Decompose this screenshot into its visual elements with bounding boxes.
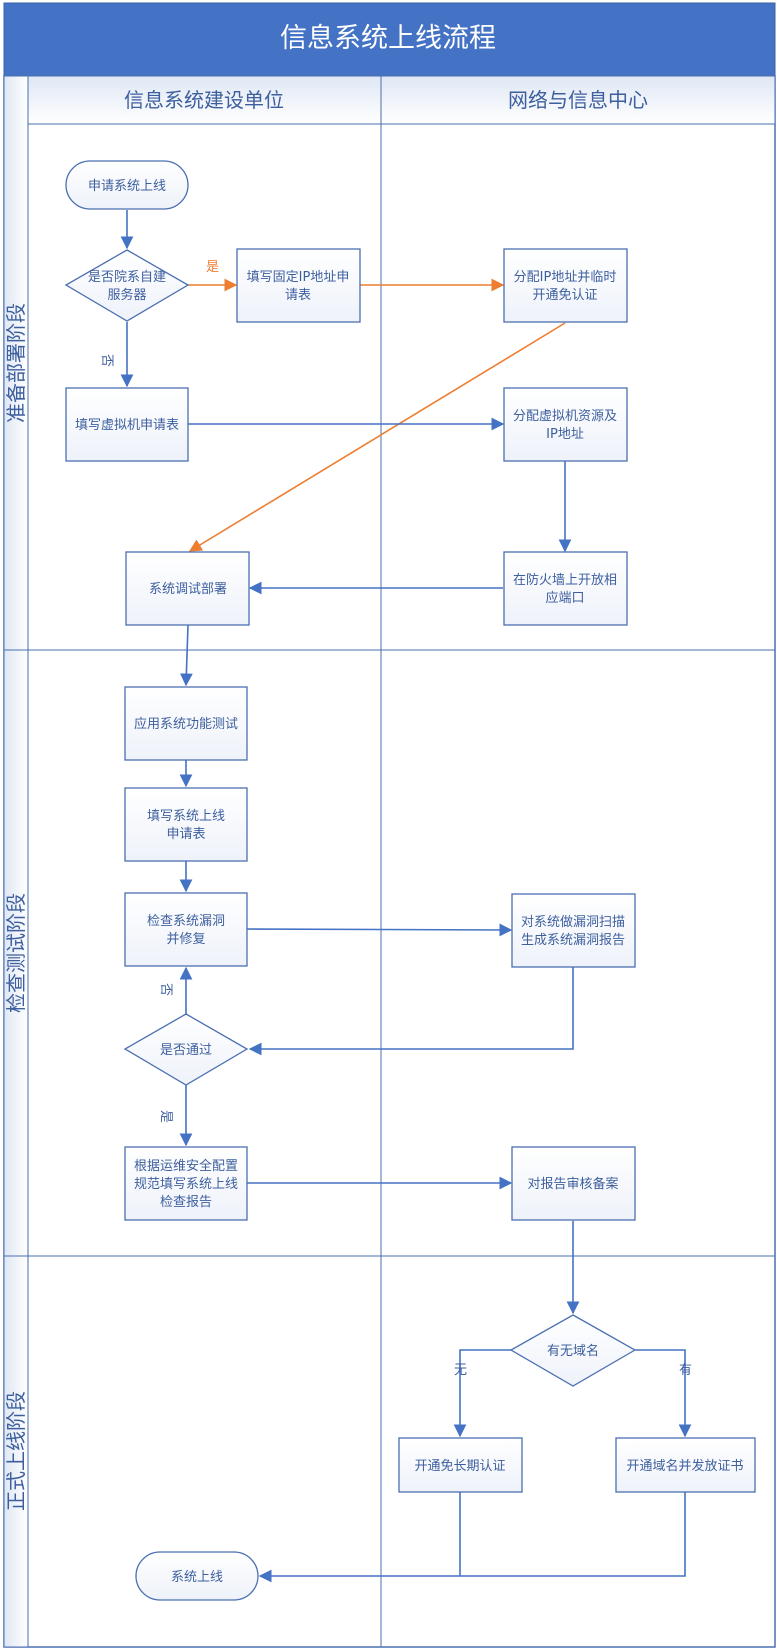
node-check-vuln bbox=[124, 892, 248, 967]
phase-label-launch: 正式上线阶段 bbox=[4, 1391, 28, 1511]
edge-label-yes-server: 是 bbox=[206, 260, 219, 275]
phase-band-launch bbox=[3, 1255, 29, 1648]
node-open-port bbox=[503, 551, 628, 626]
node-label-assign-vm: 分配虚拟机资源及 IP地址 bbox=[513, 409, 617, 442]
edge-assignip-debug bbox=[188, 322, 566, 552]
edge-label-yes-pass: 是 bbox=[158, 1110, 173, 1123]
node-fill-launch-form bbox=[124, 787, 248, 862]
edge-label-no-domain: 无 bbox=[454, 1363, 467, 1378]
node-label-vuln-scan: 对系统做漏洞扫描生成系统漏洞报告 bbox=[521, 914, 625, 948]
node-label-fill-launch-form: 填写系统上线申请表 bbox=[147, 809, 225, 842]
node-label-line: 应端口 bbox=[545, 590, 584, 606]
node-label-decision-server: 是否院系自建服务器 bbox=[88, 270, 166, 303]
node-label-debug-deploy: 系统调试部署 bbox=[149, 582, 227, 597]
edge-debug-functest bbox=[179, 624, 193, 687]
edge-label-no-pass: 否 bbox=[158, 983, 173, 996]
edge-label-has-domain: 有 bbox=[679, 1363, 692, 1378]
edge-domainopen-online bbox=[258, 1492, 686, 1583]
node-label-fill-check-report: 根据运维安全配置规范填写系统上线检查报告 bbox=[134, 1158, 238, 1210]
node-assign-ip bbox=[503, 248, 628, 323]
node-label-decision-domain: 有无域名 bbox=[547, 1343, 599, 1359]
node-label-line: 开通免长期认证 bbox=[414, 1459, 505, 1474]
edge-domain-longterm bbox=[453, 1349, 511, 1438]
phase-band-prep bbox=[3, 75, 29, 651]
node-label-line: 在防火墙上开放相 bbox=[513, 572, 617, 588]
phase-label-test: 检查测试阶段 bbox=[4, 893, 28, 1013]
node-label-check-vuln: 检查系统漏洞并修复 bbox=[147, 913, 225, 947]
node-label-line: 填写系统上线 bbox=[147, 809, 225, 824]
node-fill-ip-form bbox=[236, 248, 361, 323]
node-label-line: IP地址 bbox=[546, 427, 584, 442]
node-label-line: 有无域名 bbox=[547, 1343, 599, 1359]
node-open-longterm bbox=[398, 1437, 523, 1493]
node-label-open-domain: 开通域名并发放证书 bbox=[626, 1458, 743, 1474]
node-label-line: 应用系统功能测试 bbox=[134, 716, 238, 732]
nodes bbox=[64, 160, 756, 1601]
node-label-line: 检查报告 bbox=[160, 1195, 212, 1210]
node-label-line: 检查系统漏洞 bbox=[147, 913, 225, 929]
node-label-line: 申请表 bbox=[166, 827, 205, 842]
edge-label-no-server: 否 bbox=[99, 354, 114, 367]
node-label-line: 并修复 bbox=[166, 932, 205, 947]
node-label-func-test: 应用系统功能测试 bbox=[134, 716, 238, 732]
node-label-fill-ip-form: 填写固定IP地址申请表 bbox=[247, 270, 350, 303]
node-label-assign-ip: 分配IP地址并临时开通免认证 bbox=[514, 270, 617, 303]
node-labels: 申请系统上线是否院系自建服务器填写固定IP地址申请表分配IP地址并临时开通免认证… bbox=[75, 179, 744, 1585]
connectors bbox=[120, 210, 692, 1583]
node-label-line: 填写固定IP地址申 bbox=[247, 270, 350, 285]
lane-label-right: 网络与信息中心 bbox=[508, 88, 648, 112]
node-vuln-scan bbox=[511, 893, 636, 968]
lane-header-left bbox=[27, 75, 382, 125]
phase-label-prep: 准备部署阶段 bbox=[4, 303, 28, 423]
node-label-line: 是否院系自建 bbox=[88, 270, 166, 285]
lane-label-left: 信息系统建设单位 bbox=[124, 88, 284, 112]
node-label-line: 申请系统上线 bbox=[88, 179, 166, 194]
node-open-domain bbox=[615, 1437, 756, 1493]
node-label-line: 填写虚拟机申请表 bbox=[75, 418, 179, 433]
node-label-line: 分配虚拟机资源及 bbox=[513, 409, 617, 424]
node-fill-vm-form bbox=[65, 387, 189, 462]
node-label-line: 根据运维安全配置 bbox=[134, 1158, 238, 1174]
lane-header-right bbox=[380, 75, 776, 125]
node-label-line: 开通域名并发放证书 bbox=[626, 1458, 743, 1474]
node-label-line: 服务器 bbox=[107, 287, 146, 303]
node-label-review-report: 对报告审核备案 bbox=[527, 1176, 618, 1192]
node-label-line: 对系统做漏洞扫描 bbox=[521, 914, 625, 930]
node-label-line: 系统调试部署 bbox=[149, 582, 227, 597]
node-label-apply: 申请系统上线 bbox=[88, 179, 166, 194]
node-label-line: 对报告审核备案 bbox=[527, 1176, 618, 1192]
node-label-open-port: 在防火墙上开放相应端口 bbox=[513, 572, 617, 606]
node-decision-domain bbox=[509, 1314, 637, 1387]
edge-domain-domainopen bbox=[635, 1349, 692, 1438]
edge-checkvuln-scan bbox=[246, 923, 513, 937]
node-label-line: 是否通过 bbox=[160, 1043, 212, 1058]
node-label-line: 规范填写系统上线 bbox=[134, 1177, 238, 1192]
node-label-online: 系统上线 bbox=[171, 1570, 223, 1585]
node-decision-pass bbox=[123, 1013, 249, 1086]
node-label-decision-pass: 是否通过 bbox=[160, 1043, 212, 1058]
node-review-report bbox=[511, 1146, 636, 1221]
node-label-line: 生成系统漏洞报告 bbox=[521, 932, 625, 948]
node-fill-check-report bbox=[124, 1146, 248, 1221]
node-label-line: 分配IP地址并临时 bbox=[514, 270, 617, 285]
node-online bbox=[135, 1551, 259, 1601]
node-label-line: 请表 bbox=[285, 288, 311, 303]
node-label-line: 系统上线 bbox=[171, 1570, 223, 1585]
page-title: 信息系统上线流程 bbox=[280, 23, 496, 54]
node-assign-vm bbox=[503, 387, 628, 462]
title-bar bbox=[3, 2, 776, 77]
node-label-fill-vm-form: 填写虚拟机申请表 bbox=[75, 418, 179, 433]
node-debug-deploy bbox=[125, 551, 250, 626]
node-label-open-longterm: 开通免长期认证 bbox=[414, 1459, 505, 1474]
node-func-test bbox=[124, 686, 248, 761]
edge-scan-pass bbox=[248, 967, 574, 1056]
node-apply bbox=[65, 160, 189, 210]
node-label-line: 开通免认证 bbox=[532, 288, 597, 303]
node-decision-server bbox=[64, 249, 190, 322]
